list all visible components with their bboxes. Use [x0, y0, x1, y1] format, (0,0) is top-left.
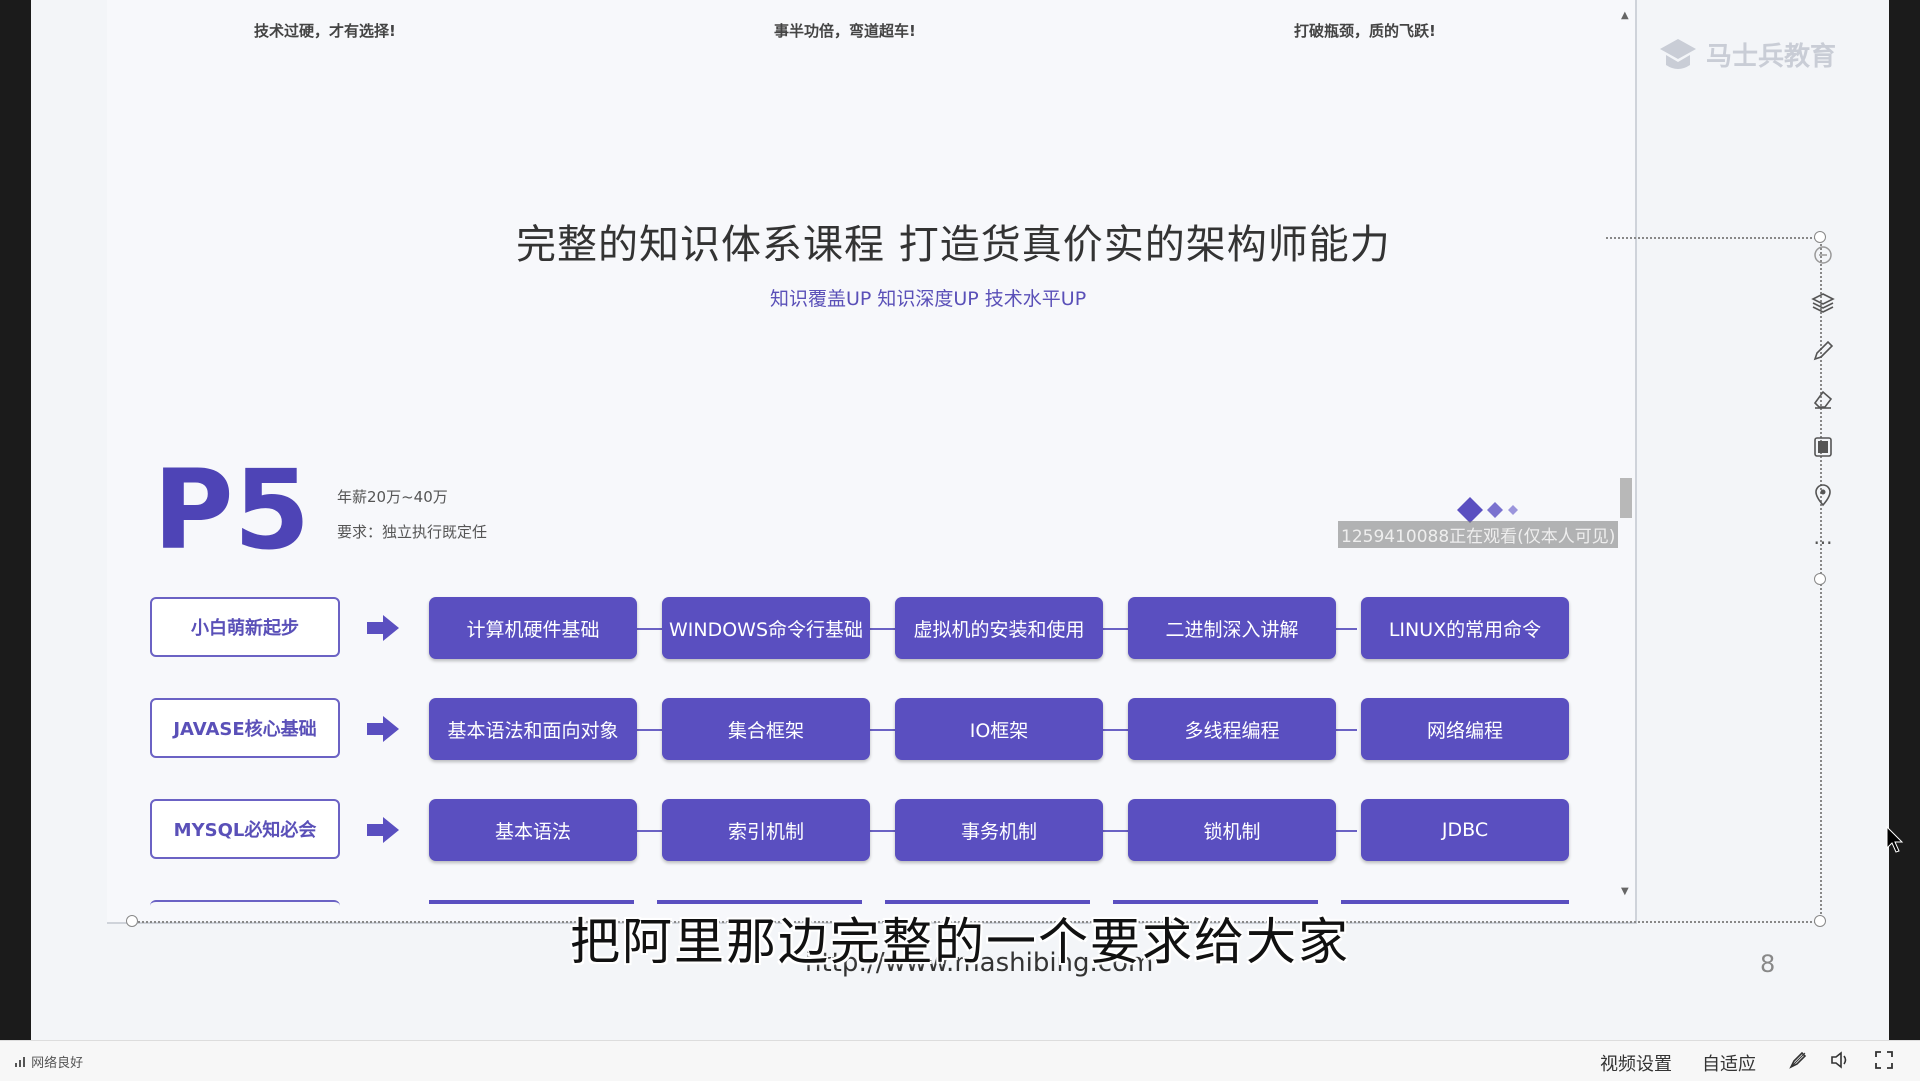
viewer-watermark: 1259410088正在观看(仅本人可见)	[1338, 521, 1619, 548]
pen-icon[interactable]	[1808, 336, 1838, 366]
location-icon[interactable]	[1808, 480, 1838, 510]
row-label-javase: JAVASE核心基础	[150, 698, 340, 758]
module-box: WINDOWS命令行基础	[662, 597, 870, 659]
module-box: 事务机制	[895, 799, 1103, 861]
arrow-right-icon	[367, 716, 399, 742]
module-box: LINUX的常用命令	[1361, 597, 1569, 659]
module-box: 锁机制	[1128, 799, 1336, 861]
collapse-icon[interactable]	[1808, 240, 1838, 270]
selection-handle[interactable]	[1814, 915, 1826, 927]
scroll-down-icon[interactable]: ▼	[1621, 886, 1629, 897]
more-icon[interactable]: ···	[1813, 531, 1833, 555]
salary-text: 年薪20万~40万	[337, 488, 448, 506]
slide-scrollbar[interactable]: ▲ ▼	[1619, 10, 1633, 912]
module-box: 计算机硬件基础	[429, 597, 637, 659]
brand-logo: 马士兵教育	[1658, 36, 1836, 73]
layers-icon[interactable]	[1808, 288, 1838, 318]
signal-icon	[15, 1057, 25, 1067]
arrow-right-icon	[367, 615, 399, 641]
player-control-bar: 网络良好 视频设置 自适应	[0, 1040, 1920, 1081]
scroll-up-icon[interactable]: ▲	[1621, 10, 1629, 21]
video-settings-button[interactable]: 视频设置	[1600, 1054, 1672, 1075]
page-number: 8	[1760, 950, 1776, 978]
next-row-hint	[150, 900, 340, 906]
network-status: 网络良好	[15, 1052, 83, 1071]
selection-handle[interactable]	[1814, 573, 1826, 585]
volume-icon[interactable]	[1830, 1050, 1852, 1075]
footer-url: http://www.mashibing.com	[805, 948, 1154, 978]
screen-icon[interactable]	[1808, 432, 1838, 462]
video-caption: 把阿里那边完整的一个要求给大家	[570, 913, 1350, 971]
left-black-bar	[0, 0, 31, 1040]
brush-icon[interactable]	[1788, 1050, 1808, 1075]
slide-title: 完整的知识体系课程 打造货真价实的架构师能力	[516, 222, 1391, 268]
module-box: 索引机制	[662, 799, 870, 861]
logo-text: 马士兵教育	[1706, 42, 1837, 72]
slide-subtitle: 知识覆盖UP 知识深度UP 技术水平UP	[770, 288, 1087, 310]
module-box: JDBC	[1361, 799, 1569, 861]
next-row-modules-hint	[429, 900, 1569, 904]
module-box: 基本语法和面向对象	[429, 698, 637, 760]
module-box: 网络编程	[1361, 698, 1569, 760]
logo-icon	[1660, 38, 1696, 69]
requirement-text: 要求：独立执行既定任	[337, 523, 488, 541]
selection-border	[131, 921, 1820, 923]
tagline-1: 技术过硬，才有选择!	[254, 22, 396, 40]
eraser-icon[interactable]	[1808, 384, 1838, 414]
presentation-stage: 技术过硬，才有选择! 事半功倍，弯道超车! 打破瓶颈，质的飞跃! 完整的知识体系…	[31, 0, 1889, 1040]
module-box: 集合框架	[662, 698, 870, 760]
selection-border	[1606, 237, 1820, 239]
module-box: 多线程编程	[1128, 698, 1336, 760]
level-badge: P5	[153, 446, 311, 574]
arrow-right-icon	[367, 817, 399, 843]
selection-handle[interactable]	[1814, 231, 1826, 243]
row-label-mysql: MYSQL必知必会	[150, 799, 340, 859]
scroll-thumb[interactable]	[1620, 478, 1632, 518]
module-box: IO框架	[895, 698, 1103, 760]
tagline-2: 事半功倍，弯道超车!	[774, 22, 916, 40]
tagline-3: 打破瓶颈，质的飞跃!	[1294, 22, 1436, 40]
diamond-decoration-icon	[1457, 497, 1518, 523]
module-box: 虚拟机的安装和使用	[895, 597, 1103, 659]
network-status-text: 网络良好	[31, 1056, 84, 1071]
slide-canvas: 技术过硬，才有选择! 事半功倍，弯道超车! 打破瓶颈，质的飞跃! 完整的知识体系…	[107, 0, 1637, 924]
row-label-beginner: 小白萌新起步	[150, 597, 340, 657]
module-box: 二进制深入讲解	[1128, 597, 1336, 659]
right-black-bar	[1889, 0, 1920, 1040]
annotation-toolbar: ···	[1805, 240, 1841, 576]
module-box: 基本语法	[429, 799, 637, 861]
selection-handle[interactable]	[126, 915, 138, 927]
fullscreen-icon[interactable]	[1874, 1050, 1894, 1075]
mouse-cursor-icon	[1886, 826, 1904, 853]
adaptive-quality-button[interactable]: 自适应	[1702, 1054, 1756, 1075]
